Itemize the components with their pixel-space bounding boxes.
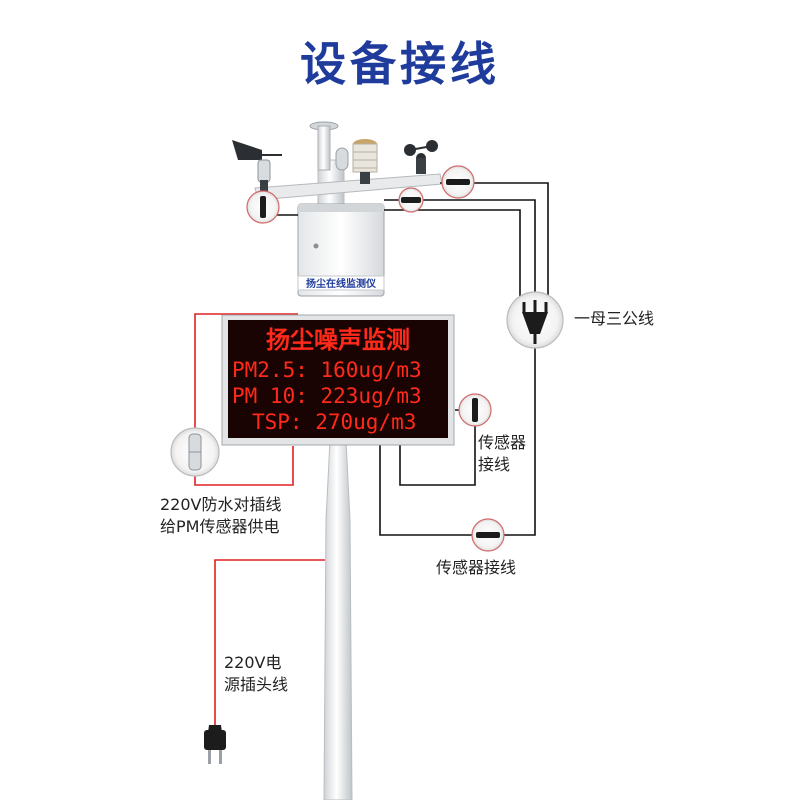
waterproof-connector-badge — [170, 427, 220, 477]
connector-badge-wind-vane — [246, 190, 280, 224]
display-row-pm10: PM 10: 223ug/m3 — [232, 384, 422, 408]
label-power-line2: 源插头线 — [224, 675, 289, 694]
label-waterproof-line1: 220V防水对插线 — [160, 495, 282, 514]
display-row-pm25: PM2.5: 160ug/m3 — [232, 358, 422, 382]
label-power-plug-cable: 220V电 源插头线 — [224, 652, 288, 696]
label-sensor-wire-1-line1: 传感器 — [478, 433, 527, 452]
connector-badge-sensor-1 — [458, 393, 492, 427]
antenna-post — [309, 121, 339, 171]
monitor-control-box: 扬尘在线监测仪 — [297, 203, 385, 297]
display-heading: 扬尘噪声监测 — [266, 326, 410, 354]
label-sensor-wire-2: 传感器接线 — [436, 558, 517, 577]
connector-badge-shield — [398, 187, 424, 213]
radiation-shield — [335, 139, 378, 184]
label-power-line1: 220V电 — [224, 653, 282, 672]
power-plug-icon — [204, 725, 226, 764]
label-waterproof-line2: 给PM传感器供电 — [160, 517, 280, 536]
page-title: 设备接线 — [300, 37, 500, 91]
wind-vane — [232, 140, 282, 192]
label-sensor-wire-1-line2: 接线 — [478, 455, 511, 474]
anemometer — [404, 140, 438, 174]
label-sensor-wire-1: 传感器 接线 — [478, 432, 526, 476]
signal-wiring — [262, 182, 549, 536]
label-splitter-cable: 一母三公线 — [574, 309, 655, 328]
led-display: 扬尘噪声监测 PM2.5: 160ug/m3 PM 10: 223ug/m3 T… — [221, 314, 455, 446]
control-box-label: 扬尘在线监测仪 — [306, 277, 377, 290]
connector-badge-anemometer — [441, 165, 475, 199]
power-wiring — [194, 313, 325, 725]
display-row-tsp: TSP: 270ug/m3 — [252, 410, 416, 434]
splitter-badge — [506, 291, 564, 349]
label-waterproof-connector: 220V防水对插线 给PM传感器供电 — [160, 494, 282, 538]
connector-badge-sensor-2 — [471, 518, 505, 552]
